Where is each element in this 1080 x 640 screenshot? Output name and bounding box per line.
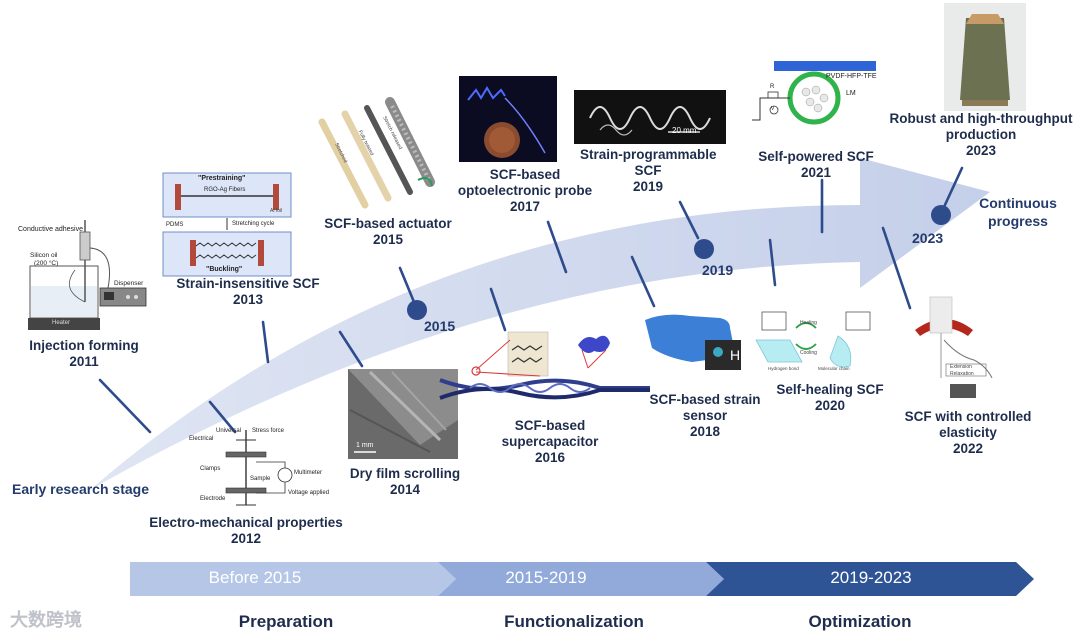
selfpowered-core-text: LM	[846, 90, 856, 97]
electro-stress-text: Stress force	[252, 428, 285, 434]
self-powered-illustration	[752, 61, 876, 125]
phase-preparation: Preparation	[238, 612, 334, 631]
selfhealing-hbond-text: Hydrogen bond	[768, 366, 799, 371]
electro-universal-text: Universal	[216, 428, 242, 434]
strain-buckling-text: "Buckling"	[206, 266, 243, 273]
injection-illustration	[28, 220, 147, 330]
selfhealing-healing-text: Healing	[800, 320, 817, 326]
actuator-illustration	[318, 97, 435, 209]
watermark: 大数跨境	[10, 610, 82, 630]
supercapacitor-illustration	[439, 331, 650, 400]
strain-programmable-image	[574, 90, 726, 144]
strain-foil-text: Al foil	[270, 208, 283, 214]
progress-arrow	[90, 158, 990, 490]
dot-2015	[407, 300, 427, 320]
strain-prestraining-text: "Prestraining"	[198, 175, 246, 182]
band-before-2015	[130, 562, 456, 596]
strain-sensor-image	[642, 308, 742, 370]
injection-dispenser-text: Dispenser	[114, 280, 144, 287]
year-label-2023: 2023	[912, 230, 944, 246]
dot-2023	[931, 205, 951, 225]
strain-pdms-text: PDMS	[166, 222, 184, 228]
electro-electrode-text: Electrode	[200, 496, 226, 502]
continuous-progress-label: Continuous progress	[979, 195, 1057, 229]
selfpowered-r-text: R	[770, 84, 775, 90]
selfpowered-coating-text: PVDF-HFP-TFE	[826, 73, 877, 80]
optoelectronic-probe-image	[459, 76, 557, 162]
injection-adhesive-text: Conductive adhesive	[18, 226, 83, 233]
self-healing-illustration	[755, 311, 871, 368]
elasticity-ext-text: Extension	[950, 364, 972, 370]
electro-clamps-text: Clamps	[200, 466, 221, 472]
strain-fibers-text: RGO-Ag Fibers	[204, 187, 246, 193]
injection-temp-text: (200 °C)	[34, 260, 59, 267]
dryfilm-scale-text: 1 mm	[356, 442, 374, 449]
strain-insensitive-illustration	[162, 172, 292, 277]
electro-voltage-text: Voltage applied	[288, 490, 330, 496]
electro-electrical-text: Electrical	[189, 436, 214, 442]
band-2015-2019	[438, 562, 724, 596]
phase-optimization: Optimization	[808, 612, 912, 631]
robust-production-image	[944, 3, 1026, 111]
electro-multimeter-text: Multimeter	[294, 470, 323, 476]
band-label-2: 2015-2019	[505, 568, 587, 587]
band-label-3: 2019-2023	[830, 568, 912, 587]
year-label-2019: 2019	[702, 262, 734, 278]
elasticity-rel-text: Relaxation	[950, 371, 974, 377]
strain-cycle-text: Stretching cycle	[232, 221, 275, 227]
phase-functionalization: Functionalization	[504, 612, 644, 631]
sensor-letter-text: H	[730, 347, 741, 363]
selfhealing-cooling-text: Cooling	[800, 350, 817, 356]
selfhealing-chain-text: Molecular chain	[818, 366, 850, 371]
selfpowered-v-text: V	[771, 106, 775, 112]
controlled-elasticity-illustration	[915, 296, 993, 398]
dot-2019	[694, 239, 714, 259]
injection-heater-text: Heater	[52, 320, 71, 326]
dry-film-image	[348, 369, 458, 459]
connector-lines	[98, 166, 964, 434]
band-label-1: Before 2015	[208, 568, 302, 587]
electro-sample-text: Sample	[250, 476, 271, 482]
programmable-scale-text: 20 mm	[672, 126, 697, 135]
band-2019-2023	[706, 562, 1034, 596]
year-label-2015: 2015	[424, 318, 456, 334]
injection-oil-text: Silicon oil	[30, 252, 58, 259]
early-research-label: Early research stage	[12, 481, 149, 497]
electro-mechanical-illustration	[225, 430, 293, 506]
